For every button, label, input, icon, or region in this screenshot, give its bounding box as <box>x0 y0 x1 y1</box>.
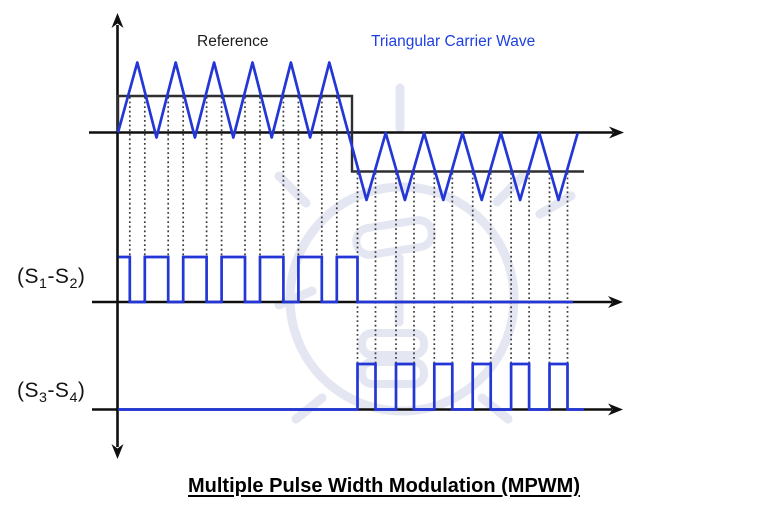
s1-s2-pulse-train <box>118 255 573 304</box>
reference-label: Reference <box>197 33 269 50</box>
carrier-wave-label: Triangular Carrier Wave <box>371 33 536 50</box>
s3-s4-label: (S3-S4) <box>17 379 86 407</box>
triangular-carrier-wave <box>116 61 579 202</box>
s1-s2-label: (S1-S2) <box>17 265 86 293</box>
s3-s4-pulse-train <box>118 362 584 411</box>
figure-title: Multiple Pulse Width Modulation (MPWM) <box>188 475 580 497</box>
reference-square-wave <box>116 94 584 173</box>
